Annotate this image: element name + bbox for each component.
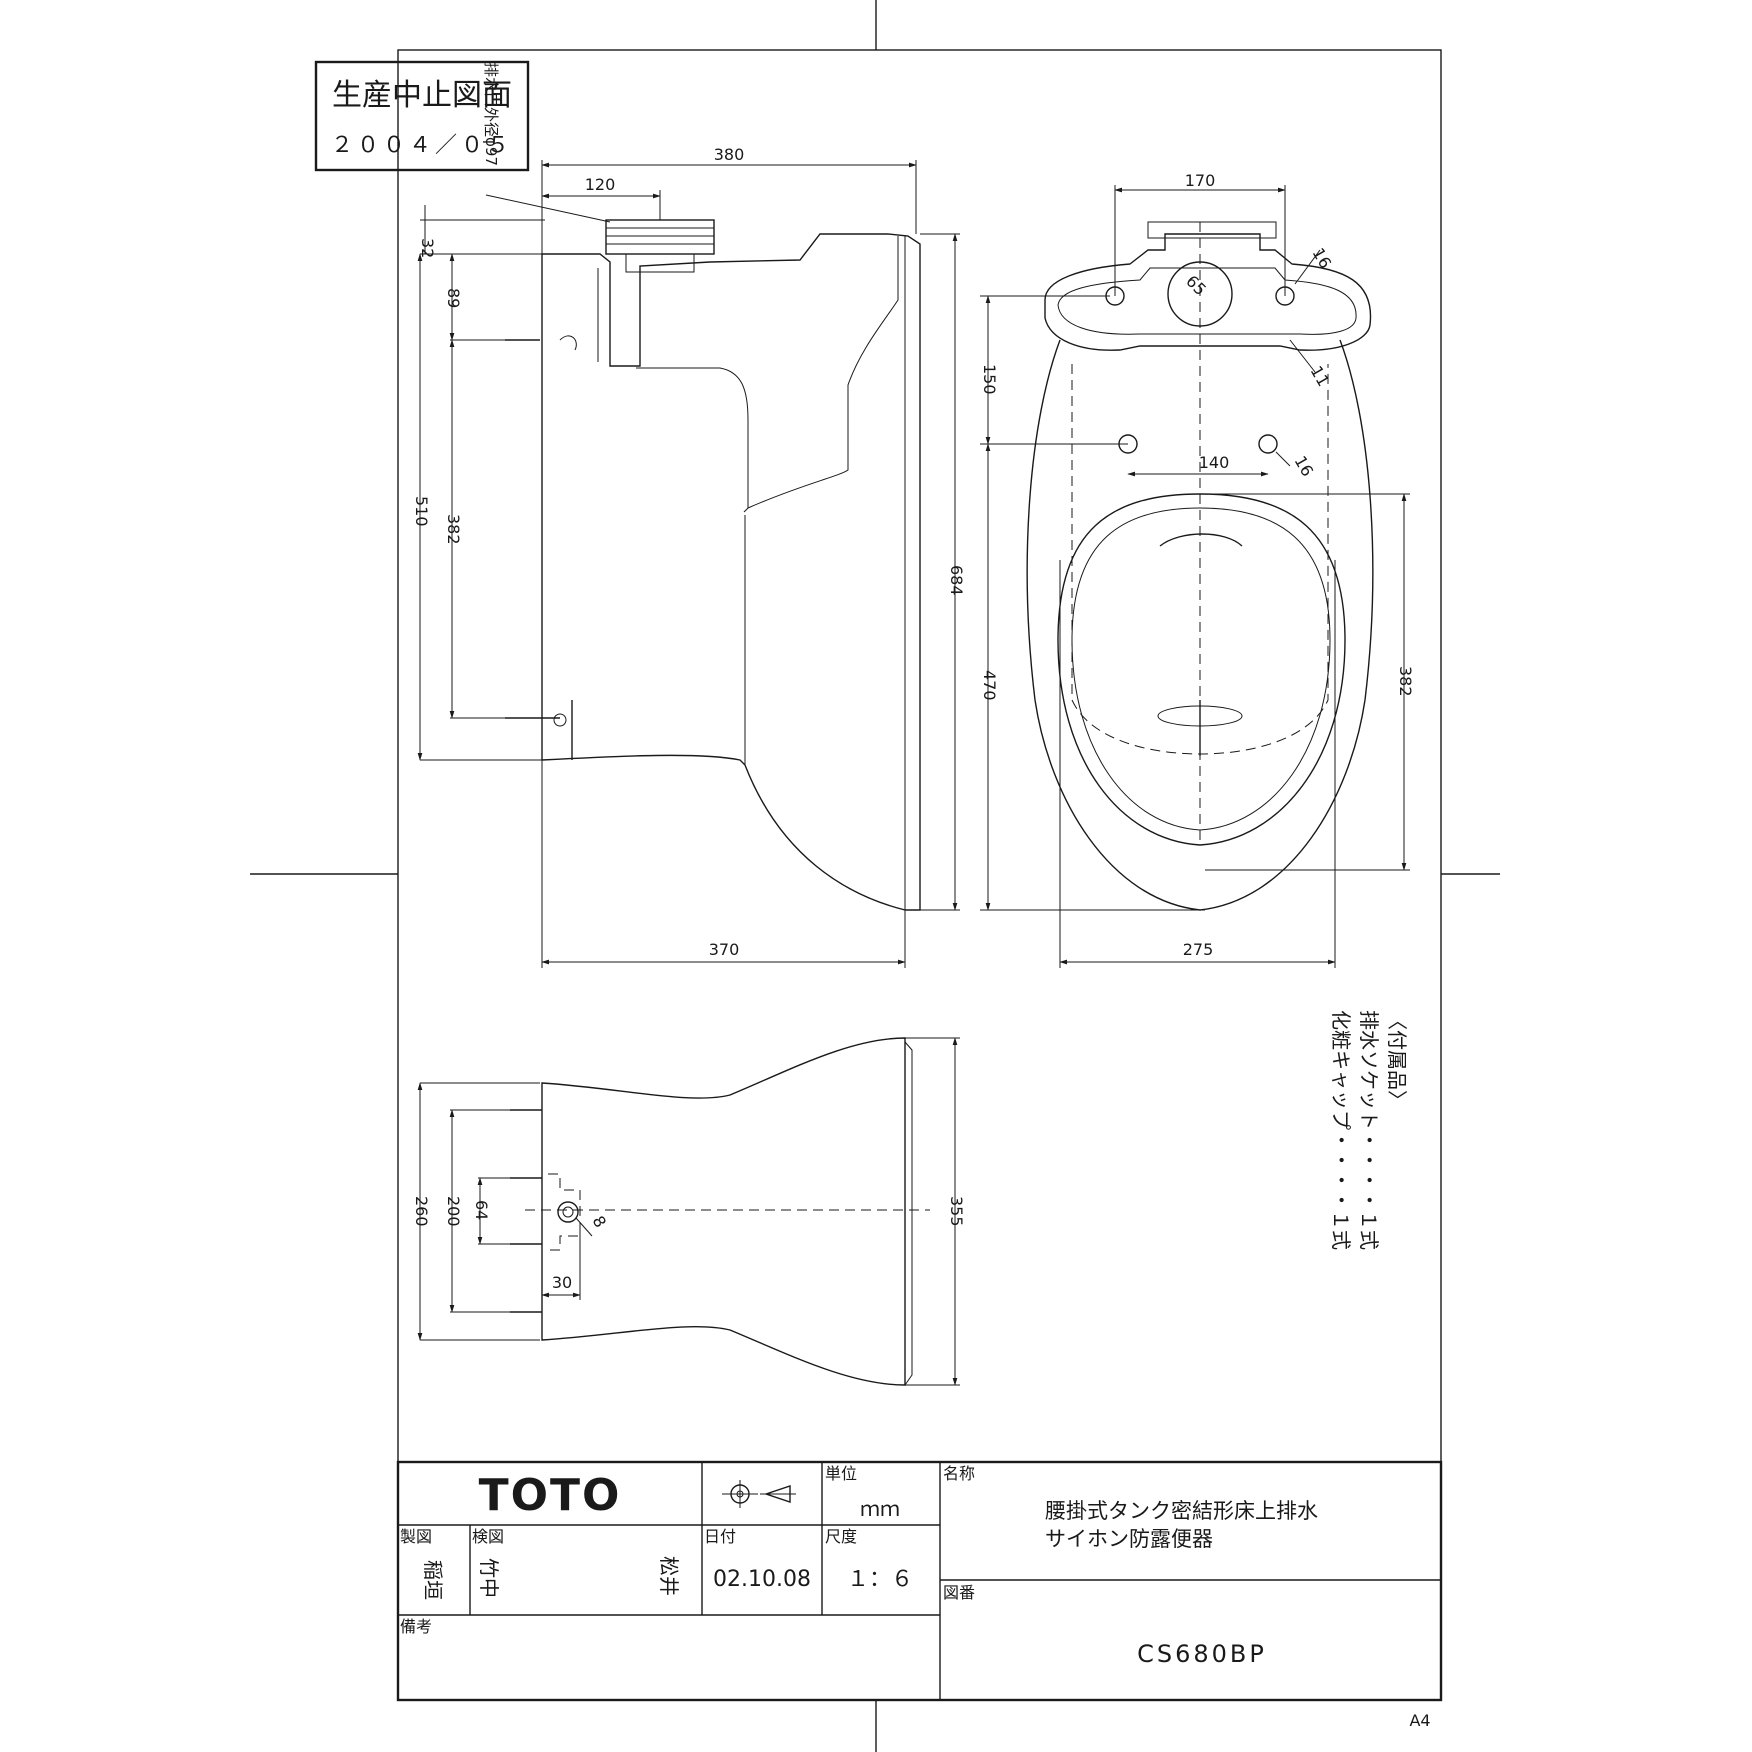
- drawing-no-value: CS680BP: [1137, 1640, 1267, 1668]
- stamp-line2: ２００４／０５: [331, 133, 513, 158]
- date-label: 日付: [704, 1527, 736, 1546]
- title-block: TOTO 単位 ｍｍ 名称 腰掛式タンク密結形床上排水 サイホン防露便器 製図 …: [396, 1460, 1443, 1702]
- dim-side-120: 120: [585, 175, 616, 194]
- drain-callout: 排水口外径φ97: [482, 62, 611, 223]
- dim-front-382: 382: [1396, 666, 1415, 697]
- checked-value: 竹中: [477, 1558, 501, 1598]
- front-view: 170 16 65 150 11 140 16 470 382 275: [980, 171, 1415, 968]
- dim-front-470: 470: [980, 670, 999, 701]
- dim-side-382: 382: [444, 514, 463, 545]
- drawn-label: 製図: [400, 1527, 432, 1546]
- name-label: 名称: [943, 1464, 975, 1483]
- name-line2: サイホン防露便器: [1045, 1527, 1213, 1551]
- accessories-note: 〈付属品〉 排水ソケット・・・・１式 化粧キャップ・・・・１式: [1329, 1010, 1409, 1250]
- unit-label: 単位: [825, 1464, 857, 1483]
- accessories-item1: 排水ソケット・・・・１式: [1357, 1010, 1381, 1250]
- projection-symbol-icon: [722, 1480, 796, 1508]
- dim-front-140: 140: [1199, 453, 1230, 472]
- sheet-frame: [250, 0, 1500, 1752]
- drawing-no-label: 図番: [943, 1583, 975, 1602]
- dim-front-16b: 16: [1291, 453, 1318, 480]
- dim-top-260: 260: [412, 1196, 431, 1227]
- dim-front-16a: 16: [1309, 245, 1336, 272]
- checked-label: 検図: [472, 1527, 504, 1546]
- date-value: 02.10.08: [713, 1567, 811, 1592]
- dim-side-370: 370: [709, 940, 740, 959]
- dim-top-8: 8: [589, 1213, 611, 1231]
- approved-value: 松井: [657, 1556, 681, 1596]
- name-line1: 腰掛式タンク密結形床上排水: [1045, 1499, 1318, 1523]
- dim-front-170: 170: [1185, 171, 1216, 190]
- dim-side-380: 380: [714, 145, 745, 164]
- brand-logo: TOTO: [479, 1470, 622, 1521]
- drawn-value: 稲垣: [421, 1560, 445, 1600]
- accessories-item2: 化粧キャップ・・・・１式: [1329, 1010, 1353, 1250]
- drain-callout-text: 排水口外径φ97: [482, 62, 500, 166]
- scale-value: １：６: [847, 1567, 913, 1592]
- remarks-label: 備考: [400, 1617, 432, 1636]
- dim-top-355: 355: [947, 1196, 966, 1227]
- side-view: 380 120 32 510 89 382 684 370: [412, 145, 966, 968]
- dim-top-200: 200: [444, 1196, 463, 1227]
- dim-front-65: 65: [1182, 271, 1210, 299]
- paper-size: A4: [1409, 1711, 1430, 1730]
- discontinued-stamp: 生産中止図面 ２００４／０５: [314, 60, 530, 172]
- scale-label: 尺度: [825, 1527, 857, 1546]
- dim-front-275: 275: [1183, 940, 1214, 959]
- dim-side-89: 89: [444, 288, 463, 308]
- dim-top-30: 30: [552, 1273, 572, 1292]
- dim-side-684: 684: [947, 565, 966, 596]
- accessories-heading: 〈付属品〉: [1385, 1010, 1409, 1110]
- dim-top-64: 64: [472, 1200, 491, 1220]
- dim-front-150: 150: [980, 364, 999, 395]
- stamp-line1: 生産中止図面: [332, 78, 512, 113]
- dim-side-510: 510: [412, 496, 431, 527]
- dim-side-32: 32: [418, 238, 437, 258]
- unit-value: ｍｍ: [860, 1497, 900, 1521]
- top-view: 260 200 64 8 30 355: [412, 1037, 966, 1386]
